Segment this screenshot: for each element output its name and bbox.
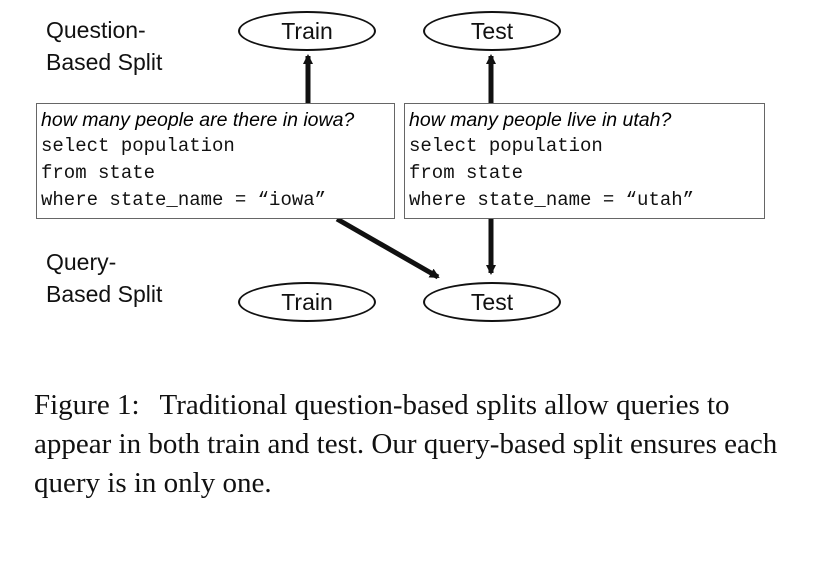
question-based-split-label: Question- Based Split: [46, 17, 163, 75]
sql-line: select population: [409, 135, 603, 157]
question-split-train-node: Train: [238, 11, 376, 51]
figure-number: Figure 1:: [34, 389, 140, 421]
example-question: how many people are there in iowa?: [41, 109, 355, 131]
figure-caption: Figure 1:Traditional question-based spli…: [34, 386, 779, 503]
sql-line: where state_name = “iowa”: [41, 189, 327, 211]
example-box-iowa: how many people are there in iowa? selec…: [36, 103, 395, 219]
train-node-label: Train: [281, 288, 333, 315]
example-question: how many people live in utah?: [409, 109, 672, 131]
example-box-utah: how many people live in utah? select pop…: [404, 103, 765, 219]
sql-line: select population: [41, 135, 235, 157]
test-node-label: Test: [470, 17, 514, 44]
sql-line: from state: [41, 162, 156, 184]
test-node-label: Test: [470, 288, 514, 315]
question-split-test-node: Test: [423, 11, 561, 51]
train-node-label: Train: [281, 17, 333, 44]
sql-line: from state: [409, 162, 524, 184]
sql-line: where state_name = “utah”: [409, 189, 695, 211]
query-based-split-label: Query- Based Split: [46, 249, 163, 307]
query-split-train-node: Train: [238, 282, 376, 322]
query-split-test-node: Test: [423, 282, 561, 322]
arrow-left-example-to-query-test: [335, 216, 440, 280]
caption-text: Traditional question-based splits allow …: [34, 389, 778, 499]
